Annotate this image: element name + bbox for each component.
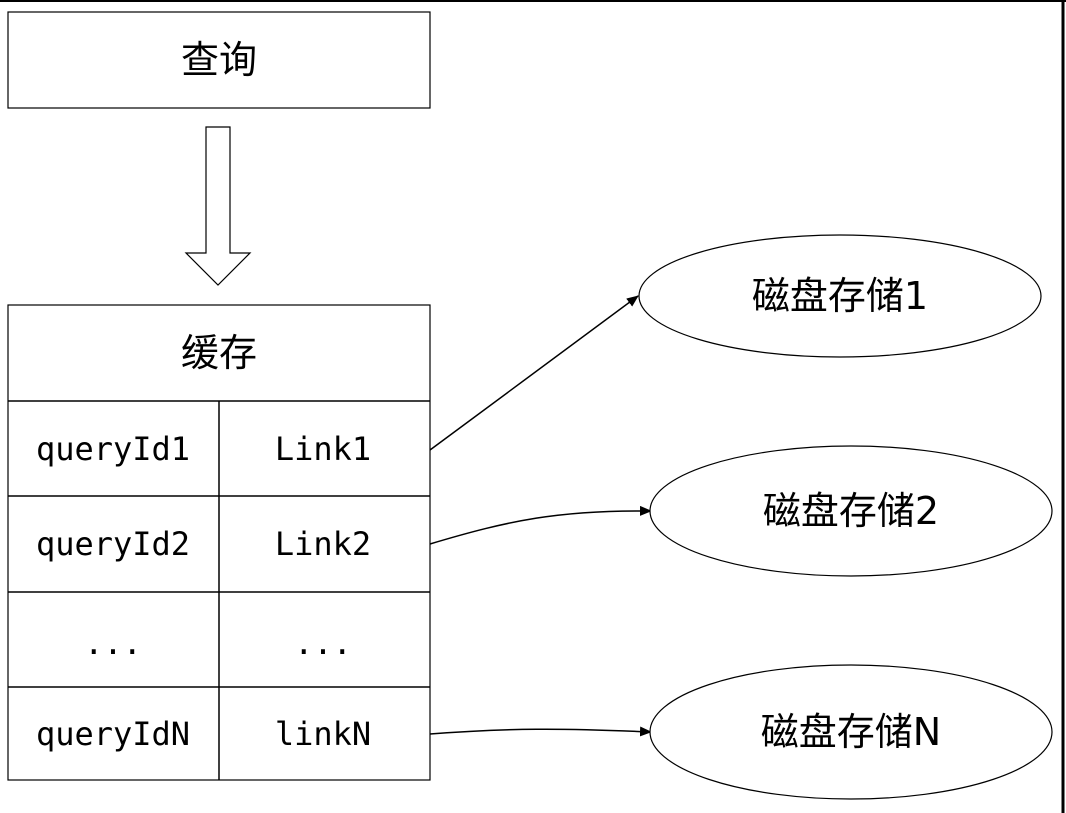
query-id-cell: ... — [84, 624, 142, 662]
storage-label: 磁盘存储N — [761, 710, 941, 754]
connector-linkn — [429, 726, 652, 737]
connector-link1 — [429, 295, 639, 451]
table-row: queryId1 Link1 — [36, 430, 371, 468]
link-cell: linkN — [275, 715, 371, 753]
query-id-cell: queryIdN — [36, 715, 190, 753]
link-cell: Link2 — [275, 525, 371, 563]
link-cell: ... — [294, 624, 352, 662]
table-row: queryId2 Link2 — [36, 525, 371, 563]
table-row: ... ... — [84, 624, 352, 662]
storage-node: 磁盘存储2 — [649, 445, 1053, 577]
connector-link2 — [429, 505, 652, 545]
cache-title: 缓存 — [181, 331, 257, 375]
storage-label: 磁盘存储1 — [752, 274, 928, 318]
storage-label: 磁盘存储2 — [763, 489, 939, 533]
query-label: 查询 — [181, 38, 257, 82]
cache-table: 缓存 queryId1 Link1 queryId2 Link2 ... ...… — [7, 304, 431, 781]
down-arrow-icon — [184, 126, 252, 286]
query-box: 查询 — [7, 11, 431, 109]
storage-node: 磁盘存储1 — [638, 234, 1042, 358]
table-row: queryIdN linkN — [36, 715, 371, 753]
query-id-cell: queryId2 — [36, 525, 190, 563]
link-cell: Link1 — [275, 430, 371, 468]
storage-node: 磁盘存储N — [649, 664, 1053, 800]
query-id-cell: queryId1 — [36, 430, 190, 468]
